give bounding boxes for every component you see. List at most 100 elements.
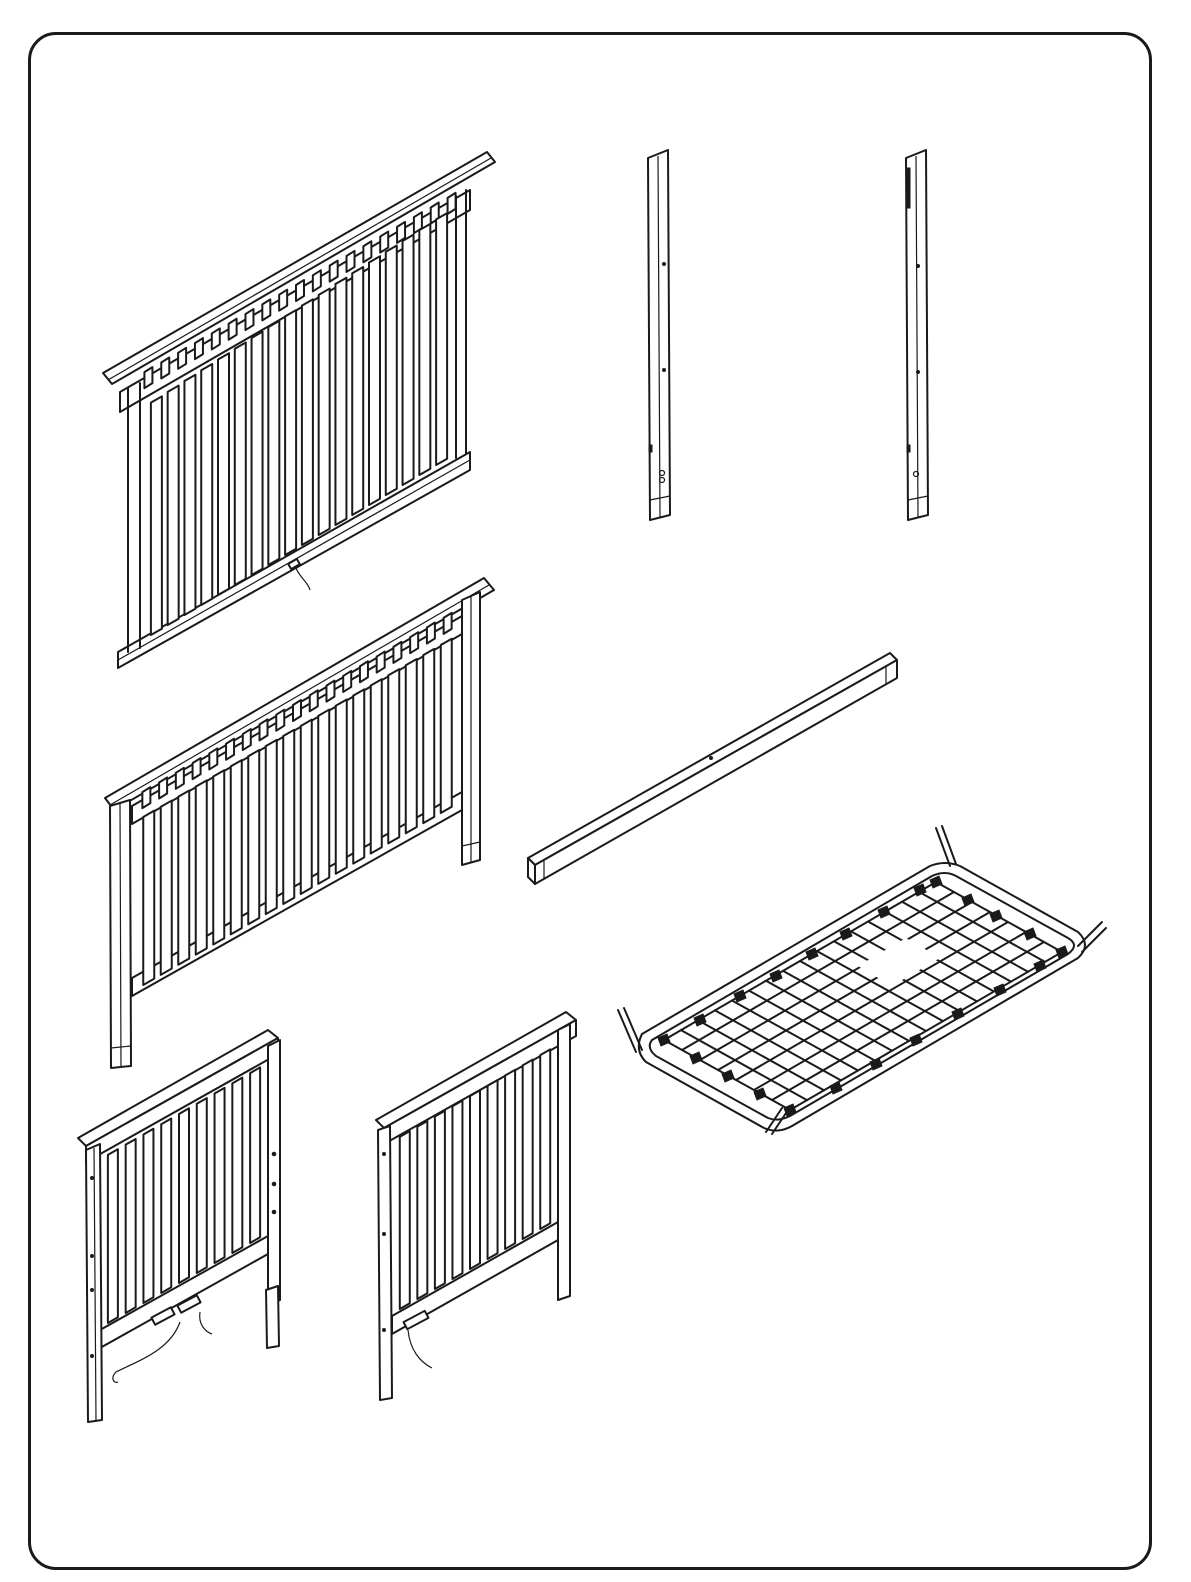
slat xyxy=(215,1088,225,1263)
spring-clip xyxy=(930,876,942,888)
rail-spindle xyxy=(176,768,184,789)
slat xyxy=(143,1129,153,1303)
grid-wire xyxy=(718,912,990,1070)
rail-spindle xyxy=(330,261,338,282)
slat xyxy=(319,289,330,535)
rail-spindle xyxy=(380,232,388,253)
rail-spindle xyxy=(260,719,268,740)
spring-clip xyxy=(722,1070,734,1082)
slat xyxy=(505,1070,515,1249)
slat xyxy=(161,801,172,975)
slat xyxy=(196,780,207,954)
slat xyxy=(248,750,259,924)
slat xyxy=(301,720,312,894)
slat xyxy=(423,649,434,823)
slat xyxy=(250,1067,260,1243)
slat xyxy=(126,1139,136,1313)
rail-spindle xyxy=(427,623,435,644)
rail-spindle xyxy=(245,309,253,330)
slat xyxy=(441,639,452,813)
rail-spindle xyxy=(161,357,169,378)
slat xyxy=(213,770,224,944)
grid-opening xyxy=(858,938,940,986)
slat xyxy=(151,396,162,635)
slat xyxy=(201,364,212,605)
slat xyxy=(371,679,382,853)
rail-spindle xyxy=(293,700,301,721)
spring-clip xyxy=(990,910,1002,922)
slat xyxy=(143,811,154,985)
rail-spindle xyxy=(393,642,401,663)
spring-clip xyxy=(878,906,890,918)
rail-spindle xyxy=(448,193,456,214)
slat xyxy=(435,1111,445,1289)
rail-spindle xyxy=(444,613,452,634)
slat xyxy=(335,278,346,525)
grid-wire xyxy=(736,922,1008,1080)
rail-spindle xyxy=(262,299,270,320)
slat xyxy=(336,699,347,873)
slat xyxy=(540,1049,550,1229)
rail-spindle xyxy=(276,710,284,731)
rail-spindle xyxy=(209,748,217,769)
rail-spindle xyxy=(377,652,385,673)
spring-clip xyxy=(1034,960,1046,972)
rail-spindle xyxy=(226,739,234,760)
slat xyxy=(285,310,296,555)
rail-spindle xyxy=(310,690,318,711)
rail-spindle xyxy=(159,777,167,798)
slat xyxy=(268,321,279,565)
slat xyxy=(302,299,313,545)
slat xyxy=(470,1090,480,1269)
slat xyxy=(232,1078,242,1253)
spring-clip xyxy=(952,1008,964,1020)
spring-clip xyxy=(690,1052,702,1064)
spring-clip xyxy=(1024,928,1036,940)
slat xyxy=(419,224,430,475)
slat xyxy=(178,790,189,964)
slat xyxy=(197,1098,207,1273)
slat xyxy=(266,740,277,914)
slat xyxy=(406,659,417,833)
rail-spindle xyxy=(279,290,287,311)
spring-clip xyxy=(770,970,782,982)
rail-spindle xyxy=(212,328,220,349)
slat xyxy=(400,1131,410,1309)
slat xyxy=(353,689,364,863)
rail-spindle xyxy=(195,338,203,359)
stabilizer-bar-part xyxy=(528,653,897,884)
slat xyxy=(235,342,246,585)
rail-spindle xyxy=(296,280,304,301)
slat xyxy=(108,1149,118,1323)
right-post-part xyxy=(906,150,928,520)
left-side-panel-part xyxy=(78,1030,280,1422)
slat xyxy=(488,1080,498,1259)
rail-spindle xyxy=(347,251,355,272)
slat xyxy=(184,375,195,615)
slat xyxy=(403,235,414,485)
slat xyxy=(252,332,263,575)
slat xyxy=(218,353,229,595)
slat xyxy=(417,1121,427,1299)
slat xyxy=(179,1108,189,1283)
mattress-support-part xyxy=(618,826,1106,1134)
spring-clip xyxy=(994,984,1006,996)
rail-spindle xyxy=(313,270,321,291)
slat xyxy=(352,267,363,515)
rail-spindle xyxy=(178,348,186,369)
slat xyxy=(452,1101,462,1279)
rail-spindle xyxy=(142,787,150,808)
rail-spindle xyxy=(410,632,418,653)
slat xyxy=(231,760,242,934)
slat xyxy=(168,386,179,625)
grid-wire xyxy=(700,902,972,1060)
spring-clip xyxy=(910,1034,922,1046)
slat xyxy=(318,710,329,884)
rail-spindle xyxy=(326,681,334,702)
slat xyxy=(523,1060,533,1239)
right-side-panel-part xyxy=(376,1012,576,1400)
rail-spindle xyxy=(363,241,371,262)
headboard-part xyxy=(105,578,494,1068)
slat xyxy=(436,213,447,465)
slat xyxy=(161,1119,171,1293)
